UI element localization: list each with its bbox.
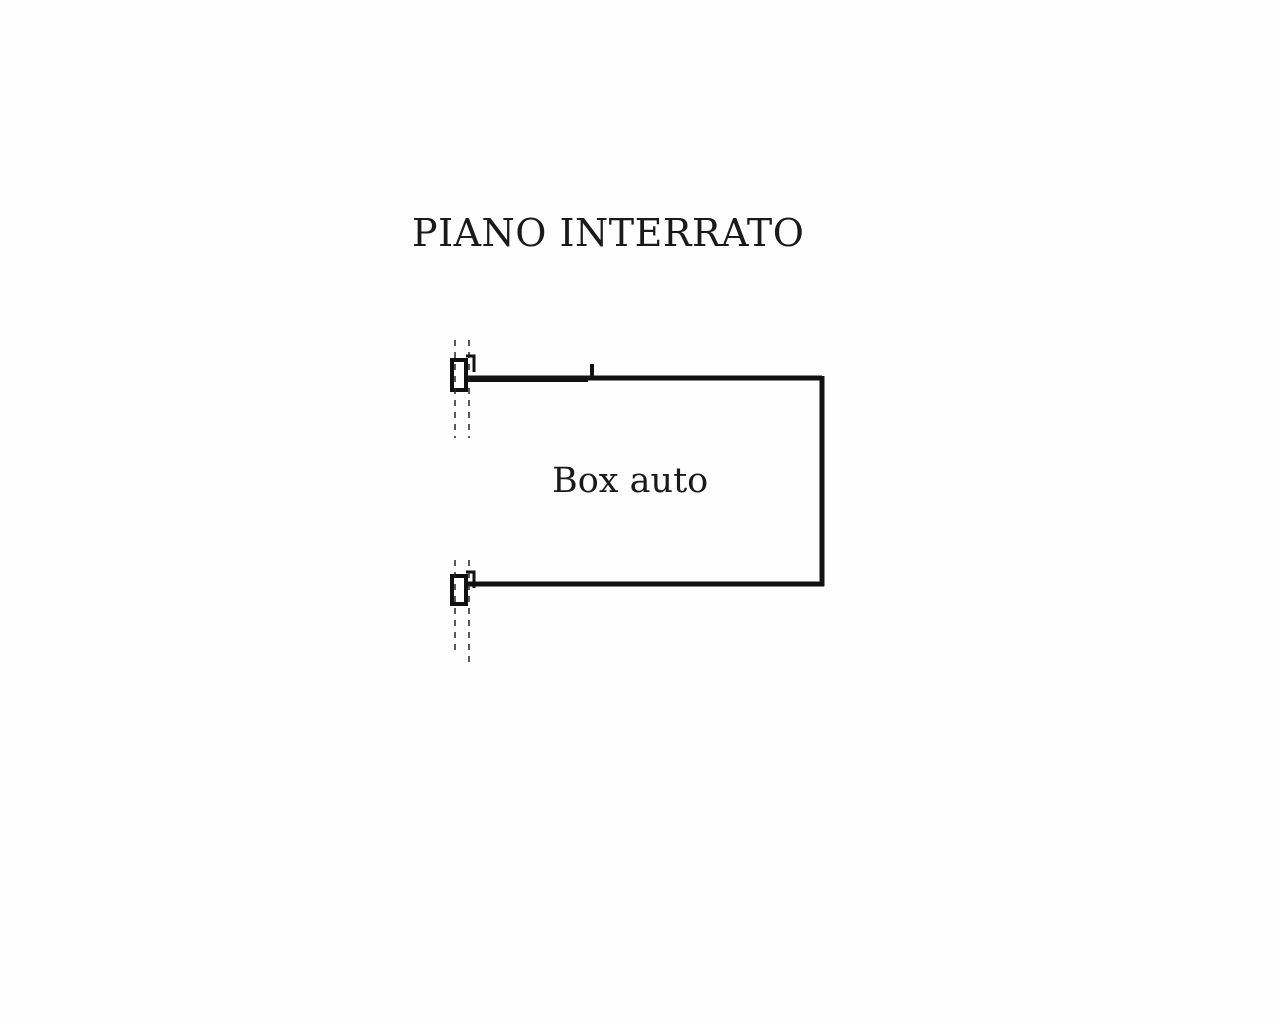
floor-title: PIANO INTERRATO [412, 211, 805, 255]
room-label-box-auto: Box auto [552, 461, 709, 501]
pillar-top [450, 358, 468, 392]
pillar-bottom [450, 574, 468, 606]
